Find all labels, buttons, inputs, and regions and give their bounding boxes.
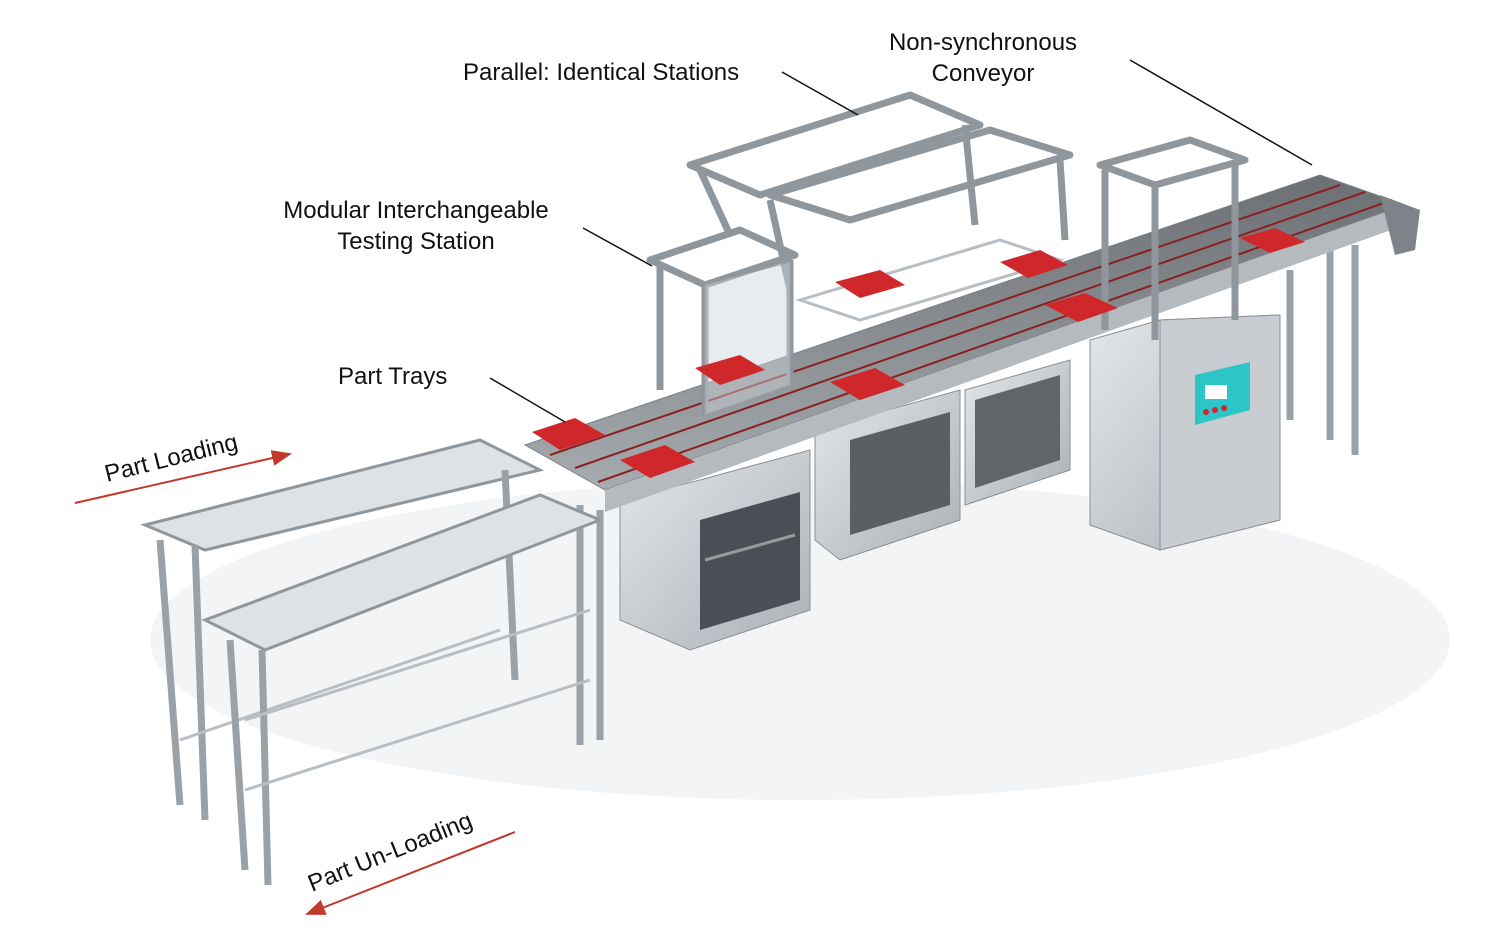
tray: [835, 270, 905, 298]
label-part-trays: Part Trays: [338, 363, 447, 390]
loading-roller-conveyor: [140, 438, 545, 821]
loading-arrow: [74, 450, 292, 504]
rear-legs: [1286, 245, 1359, 455]
label-nonsync-line1: Non-synchronous: [889, 29, 1077, 56]
tray: [620, 445, 695, 478]
leader-trays: [489, 377, 566, 423]
tray: [830, 368, 905, 400]
tray: [1000, 250, 1068, 278]
part-trays: [532, 228, 1305, 478]
cabinet-1: [619, 449, 811, 651]
control-cabinet: [1089, 314, 1281, 551]
tray: [532, 418, 605, 450]
label-part-loading: Part Loading: [102, 429, 241, 488]
label-modular-line2: Testing Station: [337, 228, 494, 255]
unloading-roller-conveyor: [201, 493, 605, 886]
cabinet-3: [964, 359, 1071, 506]
unloading-arrow: [305, 831, 516, 915]
parallel-station-frames: [686, 91, 1074, 322]
leader-parallel: [781, 71, 859, 116]
leader-modular: [582, 227, 653, 267]
cabinet-2: [814, 389, 961, 561]
conveyor-end-drive: [1380, 195, 1420, 255]
tray: [1240, 228, 1305, 253]
label-modular-line1: Modular Interchangeable: [283, 197, 549, 224]
label-parallel-stations: Parallel: Identical Stations: [463, 59, 739, 86]
label-nonsync-line2: Conveyor: [932, 60, 1035, 87]
label-part-unloading: Part Un-Loading: [304, 807, 476, 898]
leader-conveyor: [1129, 59, 1313, 166]
tray: [1045, 293, 1118, 322]
tray: [695, 355, 765, 385]
modular-testing-station: [646, 226, 799, 416]
